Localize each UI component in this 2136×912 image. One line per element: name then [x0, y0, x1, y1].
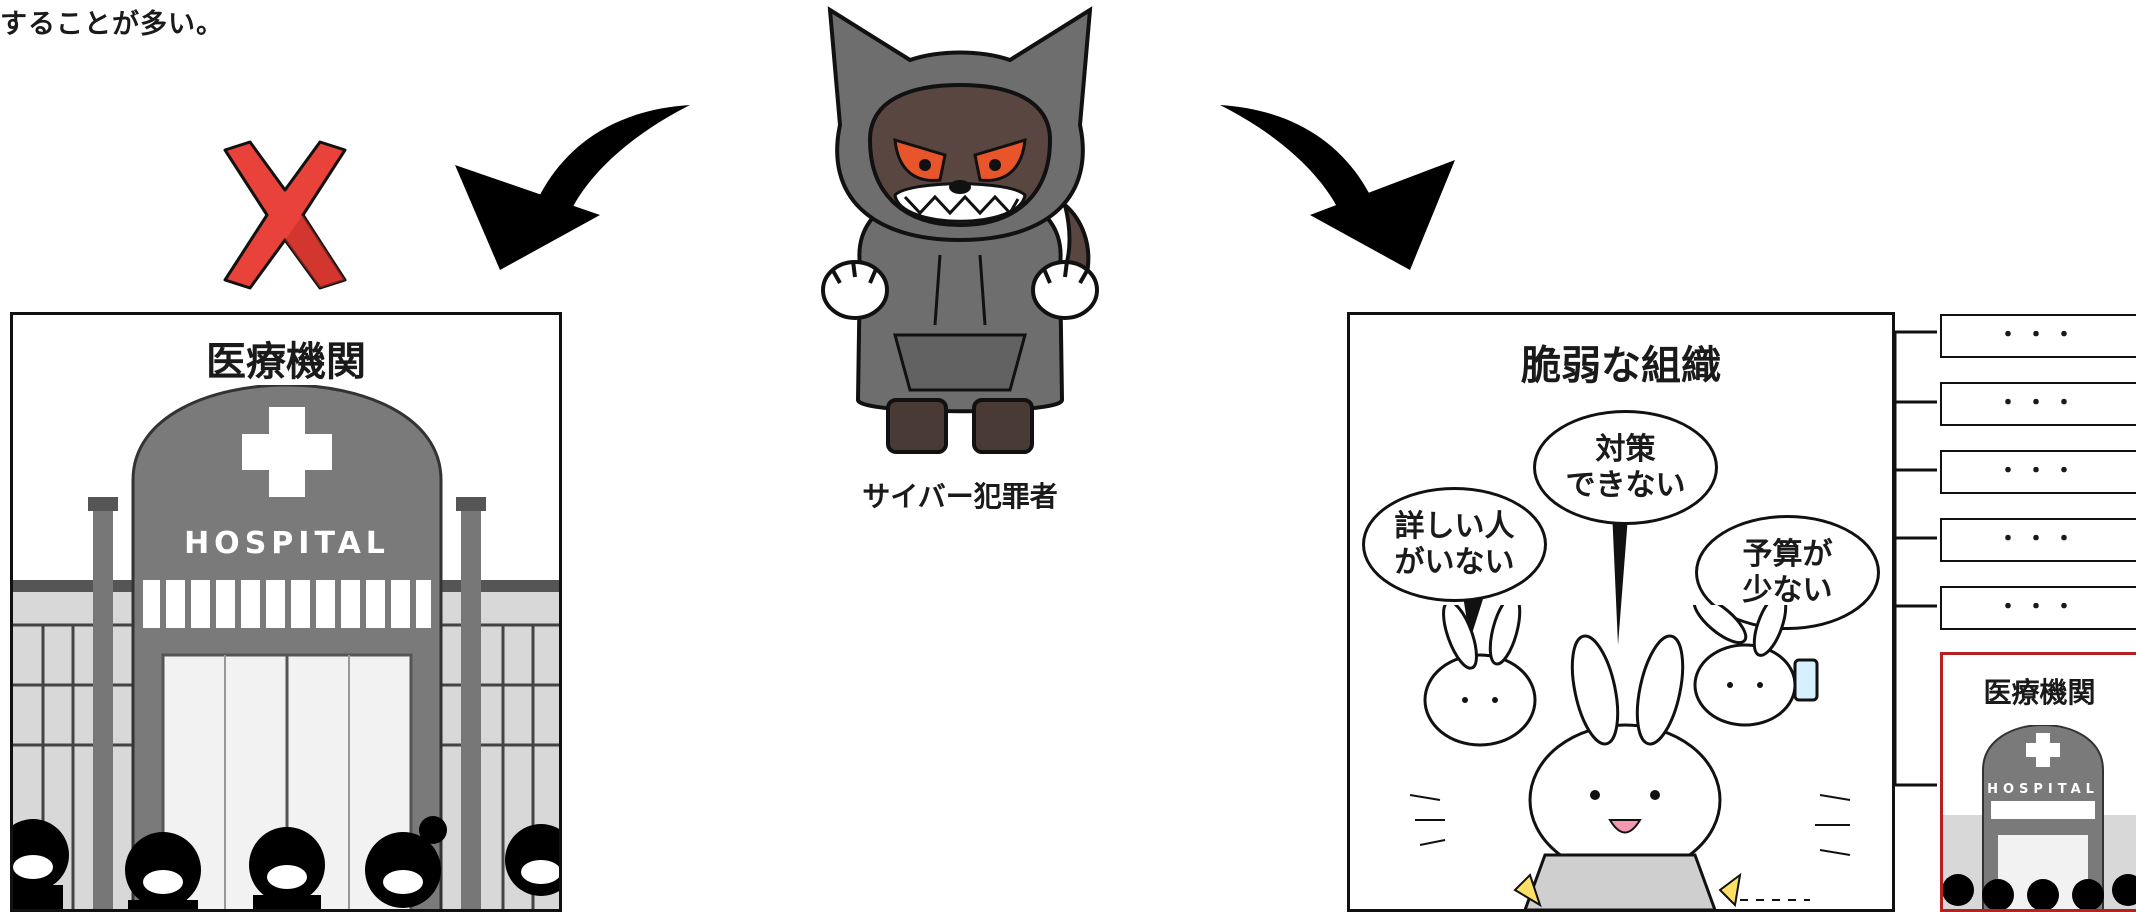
org-list-item: ・・・ — [1940, 586, 2136, 630]
org-tree-connector — [1895, 330, 1937, 787]
right-card-title: 脆弱な組織 — [1521, 343, 1721, 389]
right-target-card: 脆弱な組織 詳しい人 がいない 対策 できない 予算が 少ない — [1347, 312, 1895, 912]
right-arrow-icon — [1220, 105, 1455, 270]
org-list-item: ・・・ — [1940, 314, 2136, 358]
red-x-icon — [223, 140, 347, 290]
left-arrow-icon — [455, 105, 690, 270]
org-list-highlight-card: 医療機関 HOSPITAL — [1940, 652, 2136, 912]
hospital-illustration: HOSPITAL — [13, 385, 559, 909]
left-card-title: 医療機関 — [206, 339, 366, 385]
criminal-figure — [821, 6, 1099, 454]
highlight-card-title: 医療機関 — [1983, 676, 2096, 709]
speech-bubble-no-experts: 詳しい人 がいない — [1362, 487, 1547, 602]
org-list-item: ・・・ — [1940, 518, 2136, 562]
left-target-card: 医療機関 HOSPITAL — [10, 312, 562, 912]
org-list-item: ・・・ — [1940, 382, 2136, 426]
criminal-label: サイバー犯罪者 — [862, 480, 1058, 513]
header-text: することが多い。 — [0, 9, 224, 40]
mini-hospital-sign: HOSPITAL — [1987, 782, 2099, 797]
hospital-mini-illustration: HOSPITAL — [1943, 725, 2136, 909]
speech-bubble-no-measures: 対策 できない — [1533, 410, 1718, 525]
org-list-item: ・・・ — [1940, 450, 2136, 494]
panicking-rabbits-illustration — [1409, 605, 1851, 909]
hospital-sign: HOSPITAL — [184, 526, 390, 561]
